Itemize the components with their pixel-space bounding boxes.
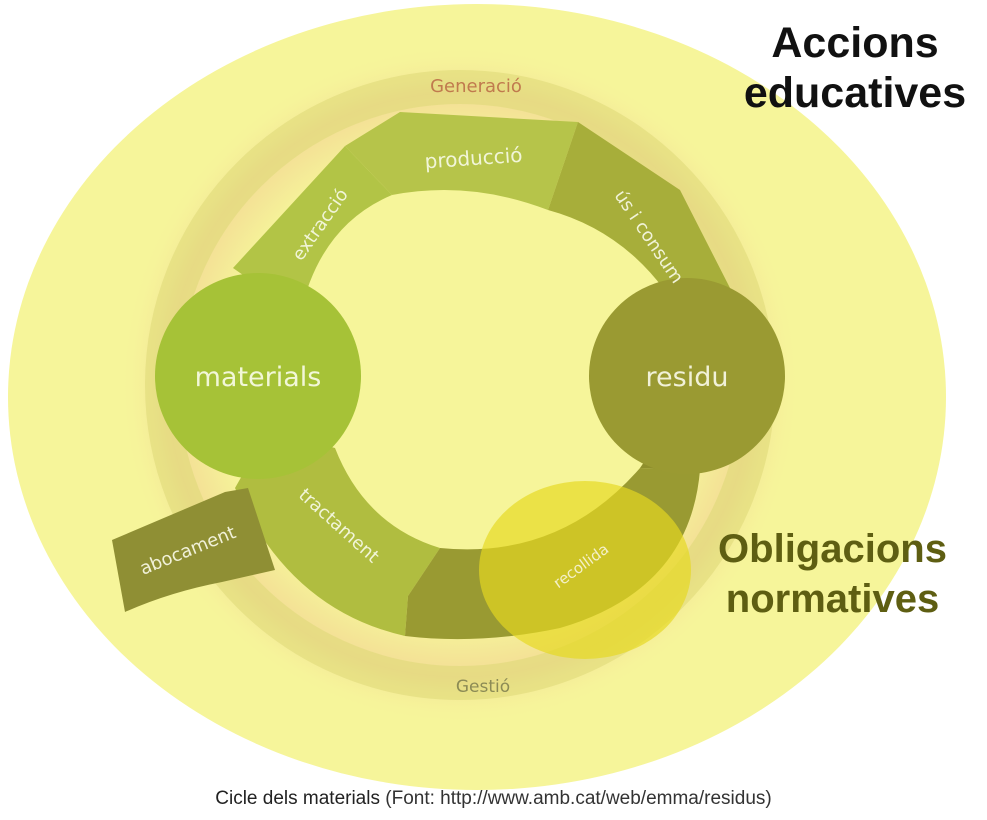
caption-text: Cicle dels materials: [215, 788, 380, 809]
label-management: Gestió: [456, 677, 510, 697]
segment-dumping: [112, 488, 275, 612]
label-generation: Generació: [430, 76, 522, 97]
node-waste-circle: [589, 278, 785, 474]
segment-use: [548, 122, 730, 328]
label-materials: materials: [195, 362, 322, 393]
segment-treatment: [235, 430, 440, 636]
label-waste: residu: [646, 362, 729, 393]
educational-actions-line1: Accions: [771, 19, 939, 67]
node-materials-circle: [155, 273, 361, 479]
regulatory-obligations-title: Obligacions normatives: [690, 524, 975, 624]
regulatory-obligations-line1: Obligacions: [718, 527, 947, 571]
regulatory-obligations-line2: normatives: [725, 577, 940, 621]
educational-actions-line2: educatives: [743, 69, 967, 117]
caption-source: (Font: http://www.amb.cat/web/emma/resid…: [385, 788, 772, 809]
figure-caption: Cicle dels materials (Font: http://www.a…: [0, 788, 987, 810]
segment-extraction: [233, 146, 392, 315]
segment-production: [345, 112, 578, 210]
educational-actions-title: Accions educatives: [730, 18, 980, 118]
regulatory-obligations-circle: [479, 481, 691, 659]
